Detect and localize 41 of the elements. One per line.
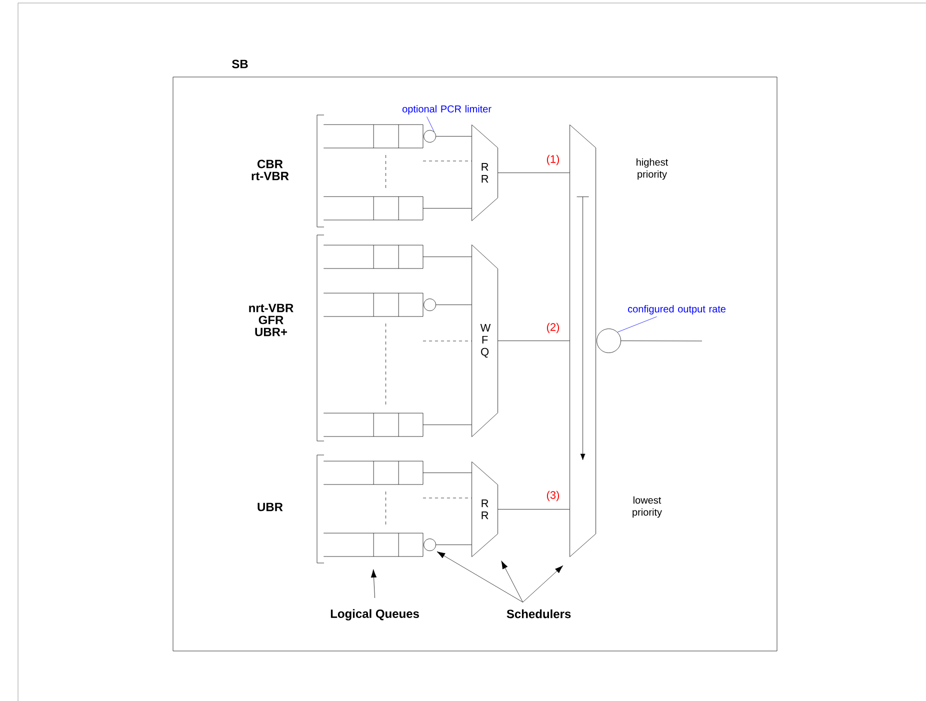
limiter-circle <box>424 130 436 142</box>
leader-line <box>617 316 657 332</box>
limiter-circle <box>424 538 436 551</box>
edge-label: (2) <box>545 322 561 334</box>
limiter-circle <box>424 298 436 311</box>
class-label: CBR rt-VBR <box>252 160 289 180</box>
class-label: nrt-VBR GFR UBR+ <box>249 304 294 336</box>
caption-text: Logical Queues <box>330 609 419 620</box>
queue-box <box>323 196 424 220</box>
connector-line <box>422 340 472 342</box>
priority-label: highest priority <box>636 158 668 180</box>
callout-text: configured output rate <box>628 305 726 314</box>
connector-line <box>436 304 472 305</box>
output-rate-circle <box>596 328 621 353</box>
queue-box <box>323 532 424 557</box>
arrow <box>370 569 377 598</box>
leader-line <box>426 116 434 132</box>
connector-line <box>422 424 472 425</box>
connector-line <box>498 509 570 510</box>
connector-line <box>498 172 570 173</box>
priority-label: lowest priority <box>632 496 662 518</box>
frame-title: SB <box>232 60 248 68</box>
caption-text: Schedulers <box>506 609 571 618</box>
arrow <box>501 560 523 602</box>
output-line <box>620 340 702 342</box>
connector-line <box>422 256 472 257</box>
callout-text: optional PCR limiter <box>402 105 492 114</box>
connector-line <box>422 472 472 473</box>
queue-box <box>323 412 424 437</box>
connector-line <box>436 544 472 545</box>
queue-box <box>323 292 424 317</box>
arrow <box>522 565 564 602</box>
class-label: UBR <box>258 502 283 512</box>
connector-line <box>422 160 472 162</box>
edge-label: (1) <box>545 154 561 166</box>
queue-box <box>323 244 424 269</box>
arrow <box>436 551 523 602</box>
connector-line <box>498 340 570 341</box>
queue-box <box>323 124 424 148</box>
queue-box <box>323 460 424 485</box>
edge-label: (3) <box>545 490 561 502</box>
